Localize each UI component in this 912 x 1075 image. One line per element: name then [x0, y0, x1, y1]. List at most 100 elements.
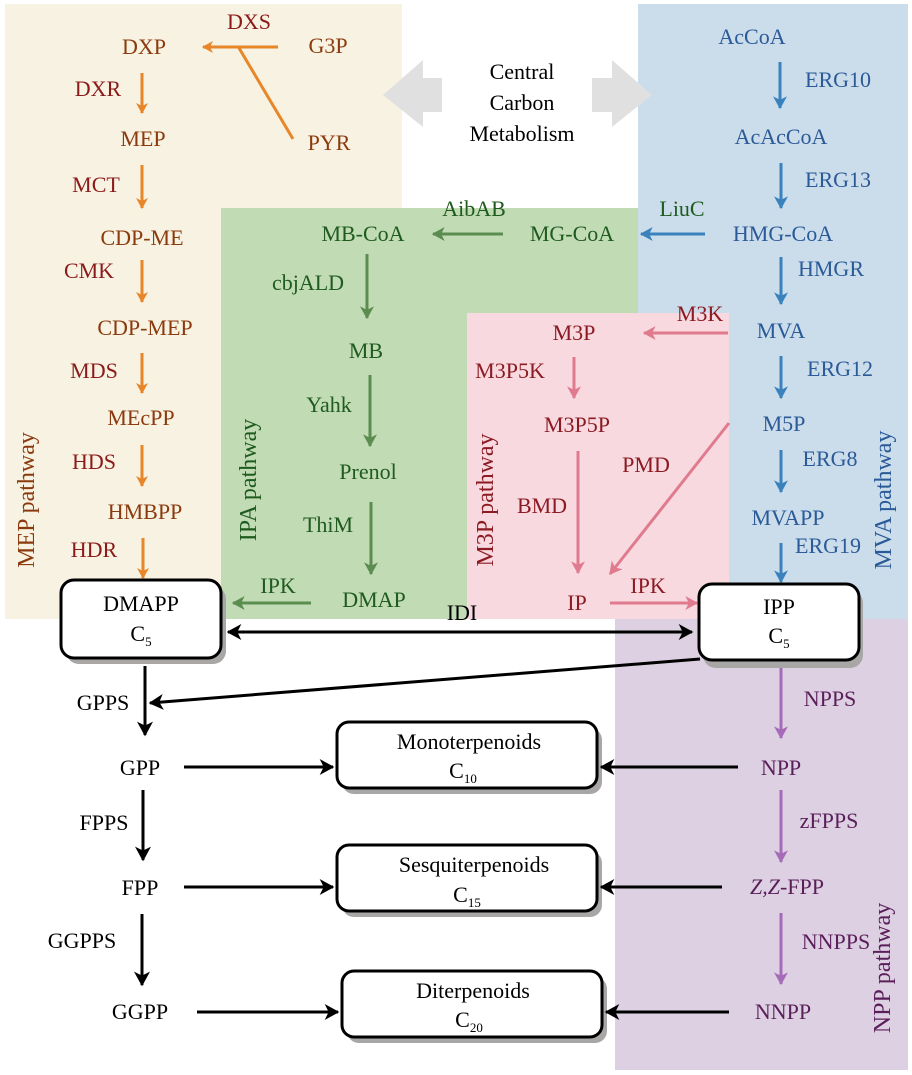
- mb-coa-metabolite: MB-CoA: [321, 221, 404, 246]
- ipp-c-sub: 5: [783, 636, 790, 651]
- mecpp-metabolite: MEcPP: [107, 405, 174, 430]
- cdp-mep-metabolite: CDP-MEP: [97, 315, 192, 340]
- erg13-enzyme: ERG13: [805, 167, 871, 192]
- yahk-enzyme: Yahk: [306, 392, 351, 417]
- npps-enzyme: NPPS: [804, 686, 857, 711]
- central-arrow-left-icon: [383, 60, 442, 127]
- cmk-enzyme: CMK: [64, 258, 114, 283]
- central-label-3: Metabolism: [469, 121, 574, 146]
- ggpps-enzyme: GGPPS: [48, 928, 116, 953]
- erg10-enzyme: ERG10: [805, 67, 871, 92]
- ipp-c: C: [768, 623, 783, 648]
- dmapp-box: [59, 578, 223, 660]
- diterpenoids-carbon: C20: [455, 1007, 483, 1035]
- zz-fpp-metabolite: Z,Z-FPP: [750, 874, 824, 899]
- dmapp-carbon: C5: [130, 621, 151, 649]
- sesquiterpenoids-box: [335, 843, 599, 913]
- sesquiterpenoids-name: Sesquiterpenoids: [399, 852, 549, 877]
- m5p-to-ip-arrow: [608, 422, 731, 575]
- erg12-enzyme: ERG12: [807, 356, 873, 381]
- fpp-suffix: FPP: [787, 874, 824, 899]
- aibab-enzyme: AibAB: [442, 196, 506, 221]
- dmapp-c: C: [130, 621, 145, 646]
- dmapp-name: DMAPP: [103, 591, 179, 616]
- sesquiterpenoids-carbon: C15: [453, 882, 481, 910]
- cdp-me-metabolite: CDP-ME: [100, 225, 183, 250]
- mct-enzyme: MCT: [72, 172, 120, 197]
- dxs-enzyme: DXS: [227, 9, 271, 34]
- erg19-enzyme: ERG19: [795, 533, 861, 558]
- thim-enzyme: ThiM: [303, 512, 353, 537]
- dxr-enzyme: DXR: [75, 76, 122, 101]
- ipa-ipk-enzyme: IPK: [260, 573, 296, 598]
- g3p-metabolite: G3P: [308, 33, 347, 58]
- m5p-metabolite: M5P: [763, 411, 806, 436]
- mono-c: C: [449, 758, 464, 783]
- hdr-enzyme: HDR: [71, 537, 118, 562]
- npp-pathway-label: NPP pathway: [870, 903, 896, 1033]
- bmd-enzyme: BMD: [517, 493, 567, 518]
- mva-pathway-label: MVA pathway: [871, 431, 897, 570]
- acaccoa-metabolite: AcAcCoA: [735, 124, 828, 149]
- diterpenoids-box: [340, 969, 604, 1039]
- mds-enzyme: MDS: [70, 358, 118, 383]
- ipp-name: IPP: [763, 594, 795, 619]
- dmapp-c-sub: 5: [145, 634, 152, 649]
- zz-prefix: Z,Z-: [750, 874, 787, 899]
- central-label-1: Central: [490, 59, 555, 84]
- dmap-metabolite: DMAP: [342, 587, 406, 612]
- fpps-enzyme: FPPS: [80, 810, 129, 835]
- gpps-enzyme: GPPS: [77, 690, 130, 715]
- mep-metabolite: MEP: [120, 126, 165, 151]
- pyr-metabolite: PYR: [308, 130, 351, 155]
- mep-pathway-label: MEP pathway: [14, 432, 40, 568]
- m3k-enzyme: M3K: [677, 301, 724, 326]
- mb-metabolite: MB: [349, 338, 383, 363]
- liuc-enzyme: LiuC: [659, 196, 704, 221]
- m3p5p-metabolite: M3P5P: [544, 412, 610, 437]
- cbjald-enzyme: cbjALD: [272, 270, 344, 295]
- nnpps-enzyme: NNPPS: [802, 929, 870, 954]
- erg8-enzyme: ERG8: [803, 446, 858, 471]
- ipp-box: [697, 582, 861, 662]
- monoterpenoids-box: [335, 720, 599, 790]
- npp-metabolite: NPP: [761, 755, 801, 780]
- diterpenoids-name: Diterpenoids: [416, 978, 530, 1003]
- mg-coa-metabolite: MG-CoA: [530, 221, 614, 246]
- central-arrow-right-icon: [592, 60, 652, 127]
- mono-c-sub: 10: [464, 771, 477, 786]
- m3p-metabolite: M3P: [553, 320, 596, 345]
- sesqui-c-sub: 15: [468, 895, 481, 910]
- hmbpp-metabolite: HMBPP: [108, 499, 183, 524]
- accoa-metabolite: AcCoA: [718, 24, 785, 49]
- hmgr-enzyme: HMGR: [798, 256, 864, 281]
- sesqui-c: C: [453, 882, 468, 907]
- monoterpenoids-name: Monoterpenoids: [397, 729, 541, 754]
- central-label-2: Carbon: [490, 90, 555, 115]
- idi-enzyme: IDI: [447, 600, 478, 625]
- fpp-metabolite: FPP: [122, 875, 159, 900]
- ip-metabolite: IP: [567, 590, 587, 615]
- mvapp-metabolite: MVAPP: [752, 505, 825, 530]
- pmd-enzyme: PMD: [622, 452, 670, 477]
- nnpp-metabolite: NNPP: [755, 999, 811, 1024]
- ipp-to-gpps-arrow: [148, 657, 701, 710]
- gpp-metabolite: GPP: [120, 755, 160, 780]
- pyr-junction-line: [237, 47, 295, 140]
- hds-enzyme: HDS: [72, 449, 116, 474]
- di-c: C: [455, 1007, 470, 1032]
- monoterpenoids-carbon: C10: [449, 758, 477, 786]
- mva-metabolite: MVA: [757, 318, 806, 343]
- ipa-pathway-label: IPA pathway: [236, 419, 262, 541]
- di-c-sub: 20: [470, 1020, 483, 1035]
- npp-region: [615, 619, 908, 1070]
- prenol-metabolite: Prenol: [339, 459, 396, 484]
- ipp-carbon: C5: [768, 623, 789, 651]
- hmg-coa-metabolite: HMG-CoA: [733, 221, 833, 246]
- m3p-region: [467, 313, 729, 619]
- m3p-pathway-label: M3P pathway: [473, 433, 499, 566]
- m3p-ipk-enzyme: IPK: [630, 573, 666, 598]
- zfpps-enzyme: zFPPS: [800, 808, 859, 833]
- dxp-metabolite: DXP: [122, 34, 166, 59]
